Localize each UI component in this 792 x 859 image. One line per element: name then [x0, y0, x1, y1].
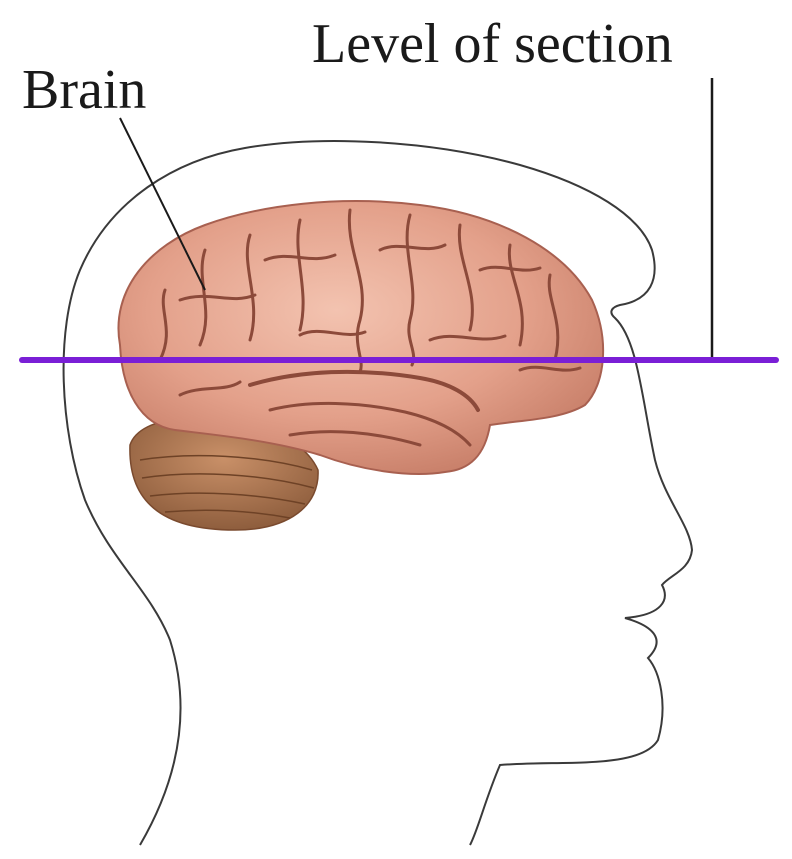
brain-label: Brain: [22, 59, 146, 121]
brain-leader-line: [119, 117, 206, 291]
head-outline: [62, 140, 694, 846]
brain-sulci: [158, 208, 582, 447]
cerebellum-folds: [139, 454, 315, 519]
level-of-section-label: Level of section: [312, 13, 673, 75]
